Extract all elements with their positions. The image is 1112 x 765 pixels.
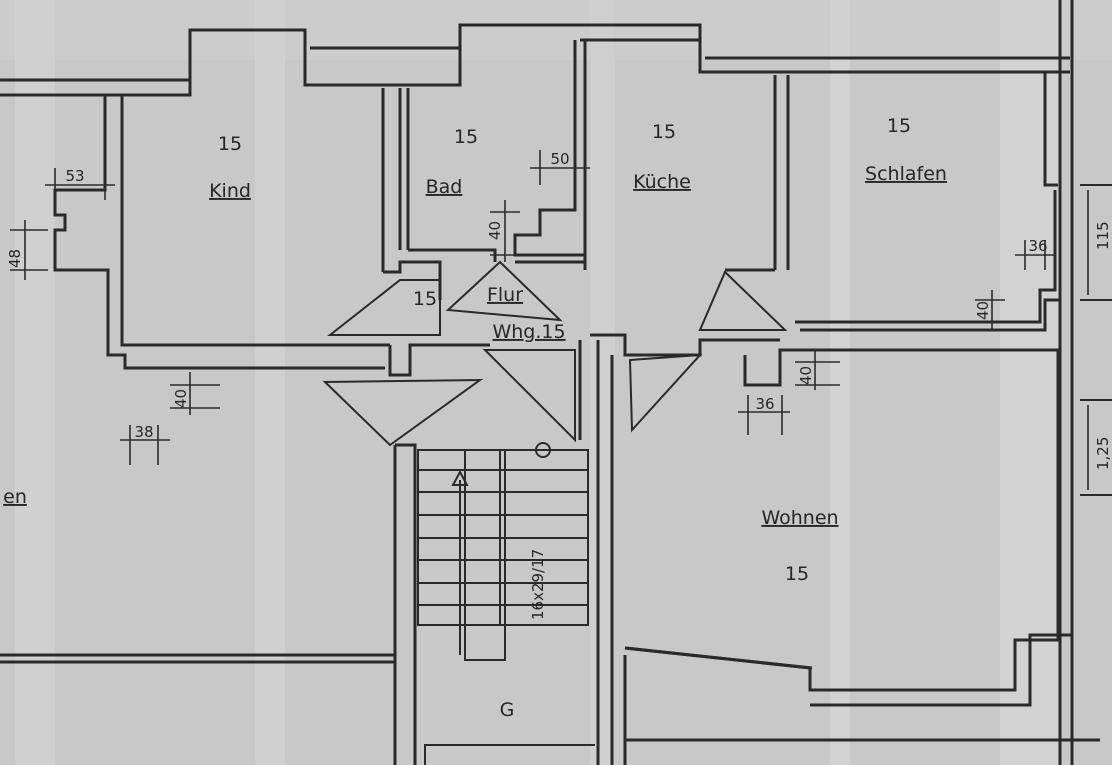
dimension-marks [10,150,1089,490]
dim-115: 115 [1094,221,1112,250]
schlafen-label: Schlafen [865,163,947,185]
kueche-room-walls [725,75,790,272]
dim-53: 53 [65,167,84,185]
dim-36-right: 36 [1028,237,1047,255]
dim-48: 48 [6,249,24,268]
flur-walls [388,333,1072,765]
kind-number: 15 [218,133,242,155]
kind-label: Kind [209,180,251,202]
dim-50: 50 [550,150,569,168]
flur-unit-label: Whg.15 [492,321,565,343]
stair-dimension-label: 16x29/17 [529,549,547,620]
stair-newel-icon [535,442,551,458]
dim-40-wohnen: 40 [797,366,815,385]
schlafen-room-walls [795,72,1060,332]
stair-arrow-icon [451,469,469,486]
dim-40-left: 40 [172,389,190,408]
kueche-label: Küche [633,171,691,193]
schlafen-number: 15 [887,115,911,137]
stair-treads [418,450,588,625]
lower-walls [0,646,1100,742]
bad-label: Bad [426,176,463,198]
dim-40-bad: 40 [486,221,504,240]
door-swings [322,260,788,447]
dim-125: 1,25 [1094,437,1112,470]
wohnen-label: Wohnen [761,507,838,529]
flur-label: Flur [487,284,523,306]
left-partial-label: en [3,486,27,508]
dim-36-wohnen: 36 [755,395,774,413]
kueche-number: 15 [652,121,676,143]
dim-38: 38 [134,423,153,441]
dim-40-right: 40 [974,301,992,320]
stairwell [393,442,595,765]
wohnen-number: 15 [785,563,809,585]
kind-room-walls [53,88,442,370]
bad-number: 15 [454,126,478,148]
stair-room-label: G [500,699,515,721]
flur-number: 15 [413,288,437,310]
